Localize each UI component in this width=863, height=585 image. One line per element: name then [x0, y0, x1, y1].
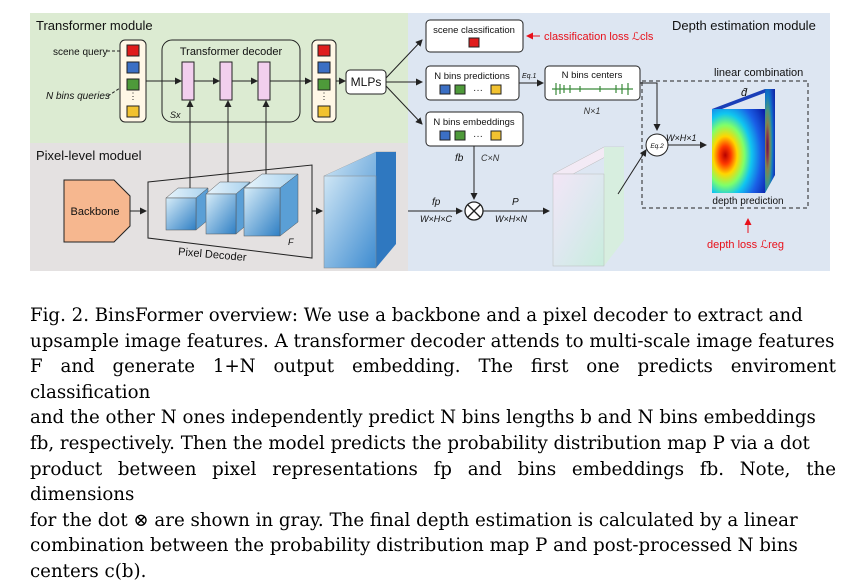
- scene-classification-label: scene classification: [433, 25, 515, 36]
- bins-queries-label: N bins queries: [46, 91, 110, 102]
- pixel-module-title: Pixel-level moduel: [36, 148, 142, 163]
- caption-line-6: product between pixel representations fp…: [30, 458, 836, 506]
- feature-cube-2: [205, 181, 251, 235]
- pixel-feature-map: [323, 151, 397, 269]
- query-red-square: [126, 44, 140, 57]
- nx1-label: N×1: [584, 106, 601, 116]
- feature-cube-1: [165, 187, 209, 231]
- dot-product-icon: [464, 201, 484, 221]
- query-green-square: [126, 78, 140, 91]
- caption-line-9: centers c(b).: [30, 560, 147, 582]
- figure-caption: Fig. 2. BinsFormer overview: We use a ba…: [30, 303, 836, 585]
- backbone-label: Backbone: [71, 206, 120, 218]
- probability-map: [552, 146, 625, 267]
- svg-text:⋮: ⋮: [320, 91, 329, 101]
- pixel-decoder-outline: [147, 164, 313, 259]
- wxhxc-label: W×H×C: [420, 214, 453, 224]
- depth-prediction-label: depth prediction: [712, 196, 783, 207]
- depth-module-title: Depth estimation module: [672, 18, 816, 33]
- transformer-module-title: Transformer module: [36, 18, 153, 33]
- d-hat-label: d̂: [741, 87, 748, 99]
- svg-text:···: ···: [473, 85, 483, 96]
- decoder-block-3: [257, 61, 271, 101]
- scene-query-label: scene query: [53, 47, 107, 58]
- fb-label: fb: [455, 153, 464, 164]
- mlps-label: MLPs: [351, 75, 382, 89]
- eq1-label: Eq.1: [522, 73, 537, 80]
- query-yellow-square: [126, 105, 140, 118]
- depth-loss-label: depth loss ℒreg: [707, 239, 784, 251]
- feature-cube-3: [243, 173, 299, 237]
- caption-line-1: Fig. 2. BinsFormer overview: We use a ba…: [30, 305, 803, 326]
- sx-label: Sx: [170, 110, 181, 120]
- decoder-block-2: [219, 61, 233, 101]
- output-green-square: [317, 78, 331, 91]
- caption-line-5: fb, respectively. Then the model predict…: [30, 432, 810, 454]
- output-yellow-square: [317, 105, 331, 118]
- caption-line-7: for the dot ⊗ are shown in gray. The fin…: [30, 509, 798, 531]
- query-blue-square: [126, 61, 140, 74]
- f-label: F: [288, 237, 294, 247]
- wxhxn-label: W×H×N: [495, 214, 528, 224]
- bins-predictions-label: N bins predictions: [434, 71, 510, 82]
- binsformer-diagram: Transformer module Pixel-level moduel De…: [30, 13, 830, 271]
- bins-embeddings-label: N bins embeddings: [433, 117, 515, 128]
- caption-line-3: F and generate 1+N output embedding. The…: [30, 356, 836, 403]
- transformer-decoder-label: Transformer decoder: [180, 46, 283, 58]
- caption-line-8: combination between the probability dist…: [30, 535, 798, 557]
- p-label: P: [512, 197, 519, 208]
- pixel-decoder-label: Pixel Decoder: [178, 246, 248, 264]
- output-blue-square: [317, 61, 331, 74]
- caption-line-4: and the other N ones independently predi…: [30, 407, 816, 429]
- decoder-block-1: [181, 61, 195, 101]
- svg-text:···: ···: [473, 131, 483, 142]
- svg-text:⋮: ⋮: [129, 91, 138, 101]
- caption-line-2: upsample image features. A transformer d…: [30, 330, 835, 352]
- classification-loss-label: classification loss ℒcls: [544, 31, 654, 43]
- linear-combination-label: linear combination: [714, 67, 803, 79]
- eq2-label: Eq.2: [650, 143, 664, 150]
- depth-prediction-map: [712, 109, 765, 193]
- scene-classification-box: [425, 19, 524, 53]
- bins-centers-label: N bins centers: [562, 70, 623, 81]
- backbone-block: [63, 179, 131, 243]
- cxn-label: C×N: [481, 153, 500, 163]
- output-red-square: [317, 44, 331, 57]
- wxhx1-label: W×H×1: [666, 133, 697, 143]
- fp-label: fp: [432, 197, 441, 208]
